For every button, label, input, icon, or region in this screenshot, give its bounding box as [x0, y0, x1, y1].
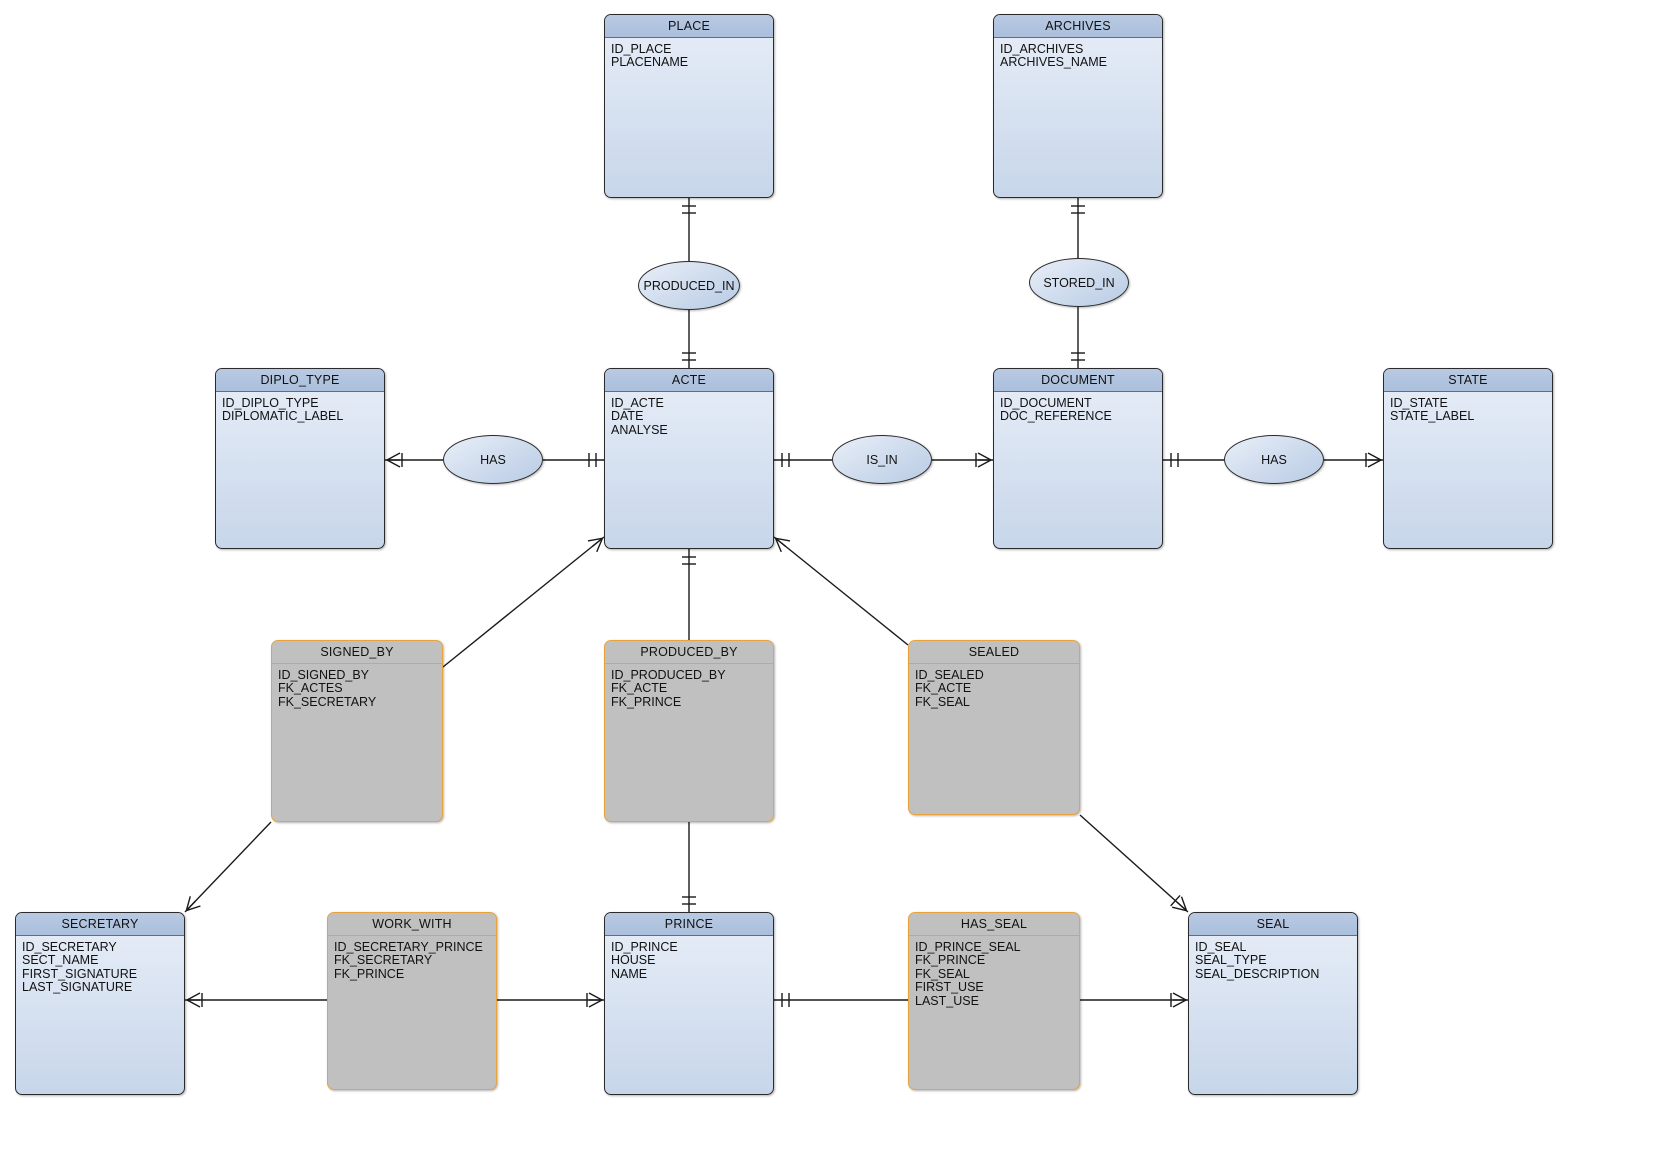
entity-attribute: ID_DIPLO_TYPE — [222, 396, 319, 410]
entity-attribute: STATE_LABEL — [1390, 409, 1475, 424]
entity-title: ACTE — [605, 369, 773, 392]
entity-title: PRINCE — [605, 913, 773, 936]
entity-title: SECRETARY — [16, 913, 184, 936]
entity-attribute: ID_STATE — [1390, 396, 1448, 410]
entity-attribute: HOUSE — [611, 953, 656, 968]
entity-attribute: DOC_REFERENCE — [1000, 409, 1112, 424]
entity-title: SIGNED_BY — [272, 641, 442, 664]
entity-attribute: FK_SECRETARY — [278, 694, 377, 709]
entity-attribute: SEAL_TYPE — [1195, 953, 1267, 968]
relationship-produced_in[interactable]: PRODUCED_IN — [638, 261, 740, 310]
entity-attribute: ID_ARCHIVES — [1000, 42, 1084, 56]
entity-attribute: FIRST_SIGNATURE — [22, 966, 138, 981]
entity-attribute: PLACENAME — [611, 55, 689, 70]
entity-title: SEAL — [1189, 913, 1357, 936]
entity-attribute: ID_SEALED — [915, 668, 984, 682]
entity-attribute: ID_ACTE — [611, 396, 664, 410]
entity-attribute: ID_PRODUCED_BY — [611, 668, 726, 682]
entity-attribute: ID_PLACE — [611, 42, 672, 56]
entity-attribute: DIPLOMATIC_LABEL — [222, 409, 344, 424]
entity-attribute: LAST_SIGNATURE — [22, 980, 133, 995]
entity-attribute: FK_ACTE — [611, 681, 668, 696]
entity-attribute: ID_SEAL — [1195, 940, 1247, 954]
relationship-is_in[interactable]: IS_IN — [832, 435, 932, 484]
entity-title: PLACE — [605, 15, 773, 38]
entity-title: HAS_SEAL — [909, 913, 1079, 936]
entity-attribute: SECT_NAME — [22, 953, 99, 968]
entity-attribute: LAST_USE — [915, 993, 979, 1008]
entity-attribute: FK_SEAL — [915, 966, 970, 981]
entity-title: DIPLO_TYPE — [216, 369, 384, 392]
entity-attribute: FK_PRINCE — [611, 694, 682, 709]
relationship-stored_in[interactable]: STORED_IN — [1029, 258, 1129, 307]
entity-attribute: ID_SECRETARY_PRINCE — [334, 940, 483, 954]
entity-title: SEALED — [909, 641, 1079, 664]
entity-title: PRODUCED_BY — [605, 641, 773, 664]
entity-attribute: DATE — [611, 409, 644, 424]
entity-title: WORK_WITH — [328, 913, 496, 936]
relationship-has_left[interactable]: HAS — [443, 435, 543, 484]
entity-attribute: FK_ACTES — [278, 681, 343, 696]
relationship-label: HAS — [1261, 452, 1287, 467]
entity-attribute: FK_ACTE — [915, 681, 972, 696]
entity-title: STATE — [1384, 369, 1552, 392]
relationship-label: IS_IN — [866, 452, 898, 467]
entity-attribute: FIRST_USE — [915, 980, 984, 995]
entity-attribute: NAME — [611, 966, 648, 981]
entity-attribute: ANALYSE — [611, 422, 668, 437]
relationship-label: STORED_IN — [1043, 275, 1115, 290]
entity-attribute: ARCHIVES_NAME — [1000, 55, 1107, 70]
entity-attribute: FK_PRINCE — [915, 953, 986, 968]
entity-attribute: ID_SECRETARY — [22, 940, 117, 954]
entity-title: ARCHIVES — [994, 15, 1162, 38]
entity-title: DOCUMENT — [994, 369, 1162, 392]
entity-attribute: ID_PRINCE_SEAL — [915, 940, 1021, 954]
relationship-has_right[interactable]: HAS — [1224, 435, 1324, 484]
entity-attribute: SEAL_DESCRIPTION — [1195, 966, 1320, 981]
entity-attribute: ID_DOCUMENT — [1000, 396, 1092, 410]
entity-attribute: FK_PRINCE — [334, 966, 405, 981]
entity-attribute: FK_SECRETARY — [334, 953, 433, 968]
entity-attribute: ID_SIGNED_BY — [278, 668, 370, 682]
entity-attribute: ID_PRINCE — [611, 940, 678, 954]
relationship-label: HAS — [480, 452, 506, 467]
entity-attribute: FK_SEAL — [915, 694, 970, 709]
relationship-label: PRODUCED_IN — [643, 278, 735, 293]
